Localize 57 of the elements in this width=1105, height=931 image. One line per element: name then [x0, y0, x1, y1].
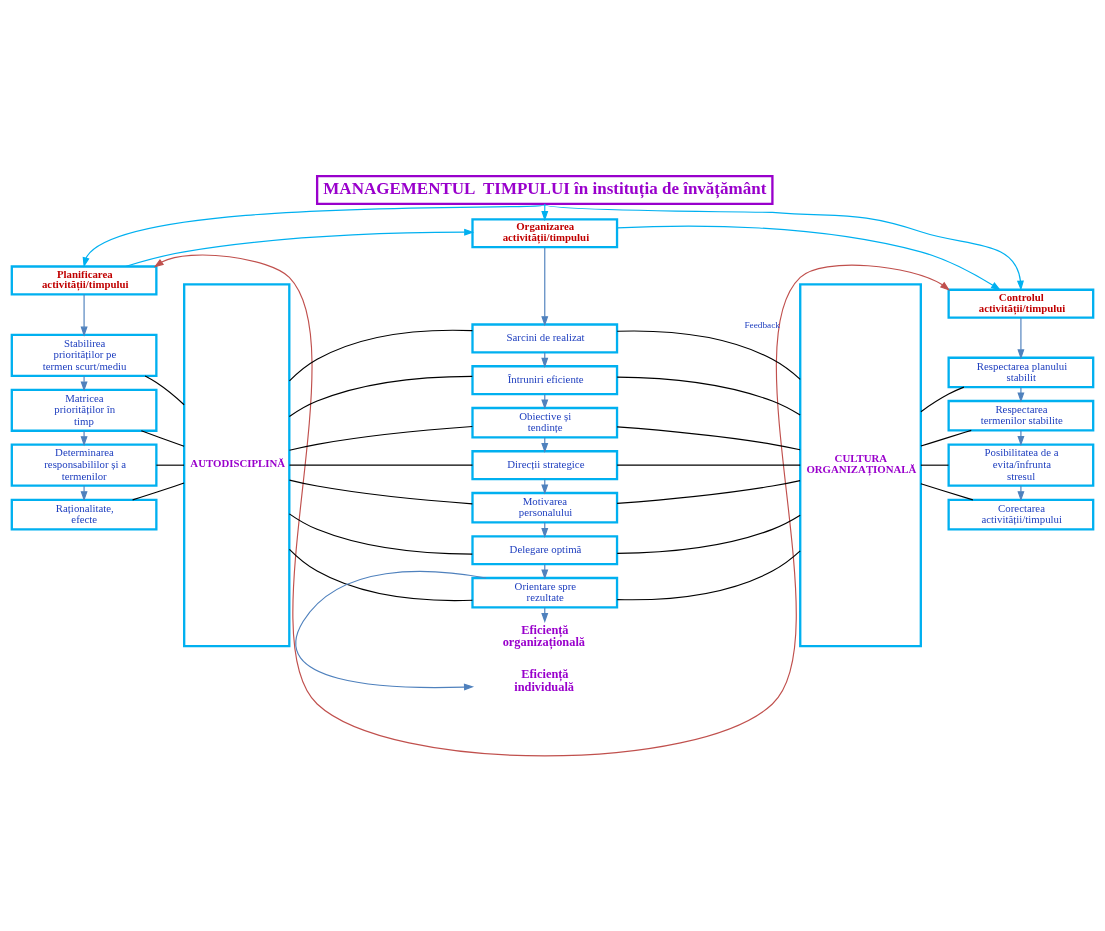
arrow	[80, 484, 88, 501]
node-box: CULTURA ORGANIZAȚIONALĂ	[799, 282, 922, 647]
node-box: Întruniri eficiente	[471, 364, 619, 395]
node-box: Direcții strategice	[471, 449, 619, 480]
connector	[616, 464, 801, 466]
connector	[288, 375, 473, 417]
arrow	[616, 225, 1002, 290]
connector	[140, 429, 185, 447]
arrow	[124, 228, 475, 267]
node-box: Determinarea responsabililor și a termenilor	[10, 443, 158, 487]
node-text: Eficiență individuală	[514, 666, 575, 694]
arrow	[80, 375, 88, 391]
node-box: Sarcini de realizat	[471, 322, 619, 353]
connector	[616, 425, 801, 450]
connector	[288, 425, 473, 451]
node-box: Organizarea activității/timpului	[471, 217, 619, 248]
node-box: Respectarea planului stabilit	[947, 356, 1095, 388]
node-box: Posibilitatea de a evita/înfrunta stresul	[947, 443, 1095, 487]
connector	[920, 464, 949, 466]
connector	[288, 512, 473, 555]
node-box: Delegare optimă	[471, 534, 619, 565]
node-box: Raționalitate, efecte	[10, 498, 158, 530]
arrow	[1017, 386, 1025, 403]
node-box: MANAGEMENTUL TIMPULUI în instituția de învățământ	[315, 174, 774, 205]
arrow	[1017, 429, 1025, 446]
node-box: Matricea priorităților în timp	[10, 388, 158, 432]
connector	[288, 329, 473, 382]
arrow	[1017, 484, 1025, 501]
node-box: Orientare spre rezultate	[471, 576, 619, 609]
connector	[144, 374, 185, 405]
node-box: Planificarea activității/timpului	[10, 264, 158, 296]
node-box: AUTODISCIPLINĂ	[183, 282, 291, 647]
connector	[616, 549, 801, 600]
arrow	[80, 293, 88, 337]
edge-label: Feedback	[744, 319, 780, 330]
connector	[616, 375, 801, 416]
arrow	[541, 246, 549, 326]
connector	[288, 548, 473, 601]
arrow	[153, 253, 951, 756]
arrow	[295, 570, 487, 691]
node-box: Corectarea activității/timpului	[947, 498, 1095, 530]
arrow	[80, 429, 88, 446]
arrow	[1017, 316, 1025, 359]
node-text: Eficiență organizațională	[502, 622, 586, 649]
connector	[920, 386, 965, 412]
connector	[155, 464, 185, 466]
node-box: Obiective și tendințe	[471, 406, 619, 438]
connector	[616, 514, 801, 554]
node-box: Respectarea termenilor stabilite	[947, 399, 1095, 432]
connector	[616, 329, 801, 380]
connector	[288, 479, 473, 504]
node-box: Stabilirea priorităților pe termen scurt/mediu	[10, 333, 158, 377]
connector	[920, 429, 972, 447]
node-box: Motivarea personalului	[471, 491, 619, 524]
node-box: Controlul activității/timpului	[947, 288, 1095, 319]
connector	[616, 479, 801, 504]
connector	[288, 464, 474, 466]
